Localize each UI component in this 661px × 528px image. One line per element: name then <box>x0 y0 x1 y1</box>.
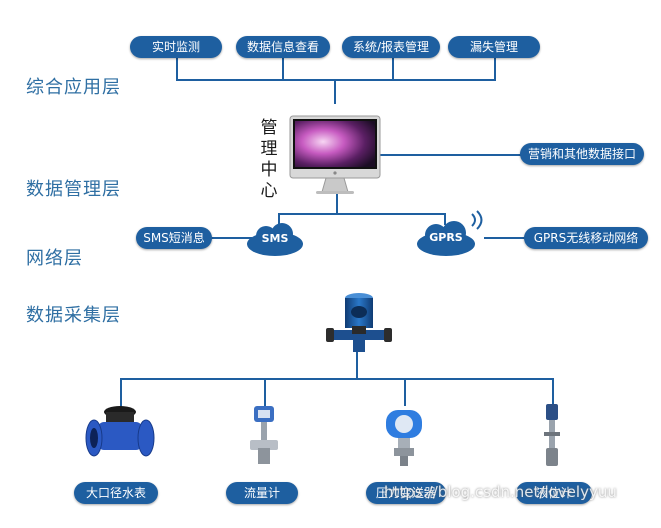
top-bus-line <box>176 79 496 81</box>
network-bus-line <box>278 213 446 215</box>
sms-cloud-label: SMS <box>261 232 289 245</box>
network-bus-line <box>444 213 446 225</box>
pressure-transmitter-button[interactable]: 压力变送器 <box>366 482 446 504</box>
gprs-line <box>484 237 526 239</box>
pressure-transmitter-icon <box>386 410 422 466</box>
interface-line <box>378 154 522 156</box>
mgmt-char: 中 <box>260 160 278 180</box>
leak-management-button[interactable]: 漏失管理 <box>448 36 540 58</box>
top-bus-line <box>392 56 394 80</box>
gprs-cloud-label: GPRS <box>429 231 463 244</box>
layer-label-app: 综合应用层 <box>26 77 121 98</box>
app-to-center-line <box>334 80 336 104</box>
water-meter-button[interactable]: 大口径水表 <box>74 482 158 504</box>
collector-icon <box>326 293 392 352</box>
level-gauge-icon <box>544 404 560 466</box>
sms-line <box>210 237 252 239</box>
gprs-network-button[interactable]: GPRS无线移动网络 <box>524 227 648 249</box>
mgmt-char: 心 <box>260 181 278 201</box>
watermark: https://blog.csdn.net/lovelyyuu <box>384 483 617 501</box>
top-bus-line <box>282 56 284 80</box>
sms-label-button[interactable]: SMS短消息 <box>136 227 212 249</box>
top-bus-line <box>176 56 178 80</box>
network-bus-line <box>278 213 280 231</box>
top-bus-line <box>494 56 496 80</box>
level-gauge-button[interactable]: 液位计 <box>516 482 592 504</box>
data-interface-button[interactable]: 营销和其他数据接口 <box>520 143 644 165</box>
mgmt-center-label: 管 理 中 心 <box>259 118 279 202</box>
monitor-icon <box>289 115 381 194</box>
water-meter-icon <box>85 406 155 457</box>
device-drop-line <box>404 378 406 406</box>
layer-label-network: 网络层 <box>26 248 83 269</box>
device-drop-line <box>264 378 266 406</box>
layer-label-data-mgmt: 数据管理层 <box>26 179 121 200</box>
mgmt-char: 理 <box>260 139 278 159</box>
realtime-monitor-button[interactable]: 实时监测 <box>130 36 222 58</box>
device-drop-line <box>552 378 554 406</box>
flowmeter-icon <box>250 406 278 464</box>
mgmt-char: 管 <box>260 118 278 138</box>
system-report-button[interactable]: 系统/报表管理 <box>342 36 440 58</box>
sms-cloud-icon <box>247 223 303 256</box>
flowmeter-button[interactable]: 流量计 <box>226 482 298 504</box>
data-info-view-button[interactable]: 数据信息查看 <box>236 36 330 58</box>
gprs-cloud-icon <box>417 221 475 256</box>
device-drop-line <box>120 378 122 408</box>
center-to-network-line <box>336 194 338 214</box>
collector-to-devices-line <box>356 352 358 380</box>
layer-label-collect: 数据采集层 <box>26 305 121 326</box>
signal-icon <box>471 210 483 230</box>
devices-bus-line <box>120 378 552 380</box>
